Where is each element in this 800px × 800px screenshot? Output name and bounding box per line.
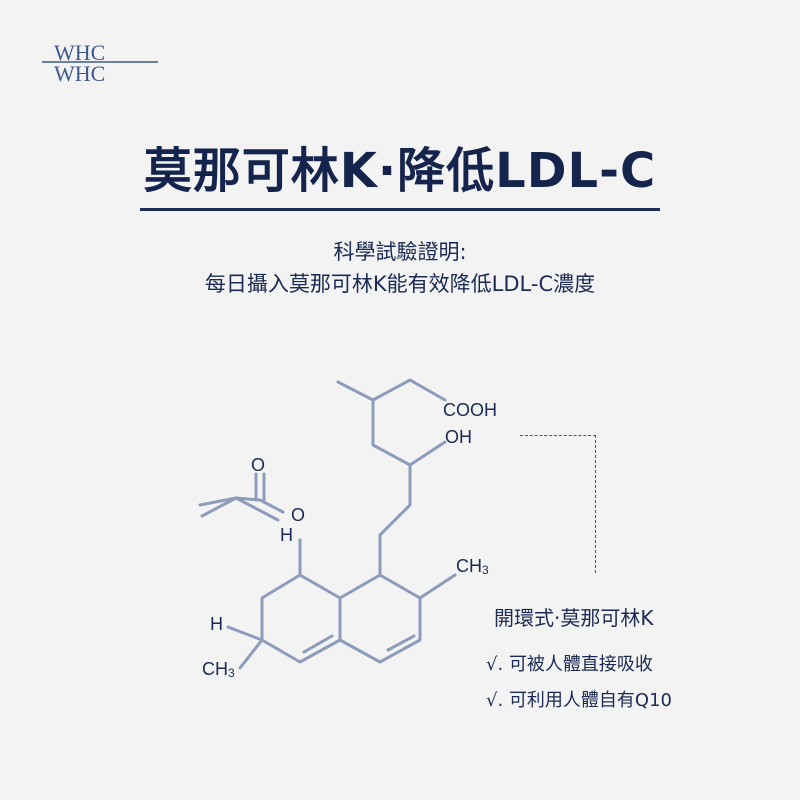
label-cooh: COOH [443,400,497,420]
title-container: 莫那可林K·降低LDL-C [0,140,800,211]
ch3-right-sub: 3 [482,563,489,577]
whc-logo: WHC WHC [42,40,158,86]
label-h-top: H [280,525,293,545]
label-ch3-right: CH3 [456,556,489,577]
panel-title: 開環式·莫那可林K [494,606,654,630]
ch3-left-sub: 3 [228,666,235,680]
logo-text-bottom: WHC [54,61,105,86]
subtitle-line-2: 每日攝入莫那可林K能有效降低LDL-C濃度 [204,272,596,296]
label-o-ester: O [291,505,306,525]
check-icon: √. [486,690,504,711]
ch3-right-text: CH [456,556,482,576]
check-icon: √. [486,654,504,675]
subtitle-line-1: 科學試驗證明: [333,240,467,264]
label-o-carbonyl: O [251,455,266,475]
bullet-item: √. 可被人體直接吸收 [486,650,653,676]
label-ch3-left: CH3 [202,659,235,680]
logo-text-top: WHC [54,40,105,65]
page-title: 莫那可林K·降低LDL-C [139,140,661,211]
bullet-item: √. 可利用人體自有Q10 [486,686,672,712]
label-oh: OH [445,427,472,447]
bullet-text: 可被人體直接吸收 [508,654,653,675]
dashed-connector-vertical [595,435,596,573]
label-h-left: H [210,614,223,634]
bullet-text: 可利用人體自有Q10 [508,690,673,711]
dashed-connector-horizontal [520,435,596,436]
ch3-left-text: CH [202,659,228,679]
